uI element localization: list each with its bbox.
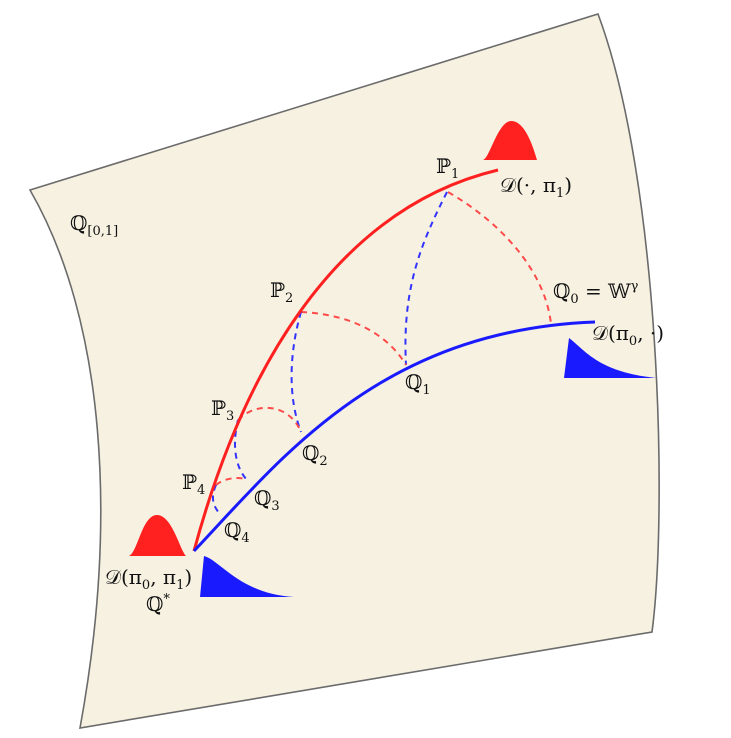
- blue-distribution-right: [564, 338, 656, 378]
- label-q3: ℚ3: [254, 486, 280, 514]
- dashed-red-p2-q1: [300, 311, 407, 366]
- label-q1: ℚ1: [405, 370, 431, 398]
- dashed-blue-p4-q4: [211, 484, 221, 515]
- dashed-blue-p2-q2: [290, 311, 302, 433]
- dashed-blue-p1-q1: [404, 191, 448, 366]
- blue-curve: [192, 320, 596, 553]
- dashed-connectors: [211, 191, 552, 515]
- blue-distribution-left: [200, 556, 294, 597]
- label-d-pi0-pi1: 𝒟(π0, π1): [105, 565, 192, 593]
- label-d-pi0-dot: 𝒟(π0, ·): [592, 321, 664, 349]
- dashed-red-p1-q0: [447, 191, 552, 325]
- red-distribution-left: [129, 515, 186, 556]
- red-curve: [192, 168, 499, 552]
- label-p3: ℙ3: [211, 396, 234, 424]
- manifold-label: ℚ[0,1]: [70, 211, 118, 239]
- label-p1: ℙ1: [436, 154, 459, 182]
- dashed-red-p4-q3: [215, 476, 248, 486]
- dashed-blue-p3-q3: [234, 419, 248, 481]
- label-p4: ℙ4: [182, 470, 205, 498]
- label-q2: ℚ2: [302, 441, 328, 469]
- manifold-surface: [28, 13, 660, 729]
- dashed-red-p3-q2: [237, 406, 302, 433]
- label-p2: ℙ2: [270, 278, 293, 306]
- label-q0-equals-w-gamma: ℚ0 = 𝕎γ: [553, 279, 639, 307]
- label-q4: ℚ4: [224, 518, 250, 546]
- label-q-star: ℚ*: [146, 592, 170, 616]
- label-d-dot-pi1: 𝒟(·, π1): [500, 173, 572, 201]
- red-distribution-top: [483, 120, 537, 160]
